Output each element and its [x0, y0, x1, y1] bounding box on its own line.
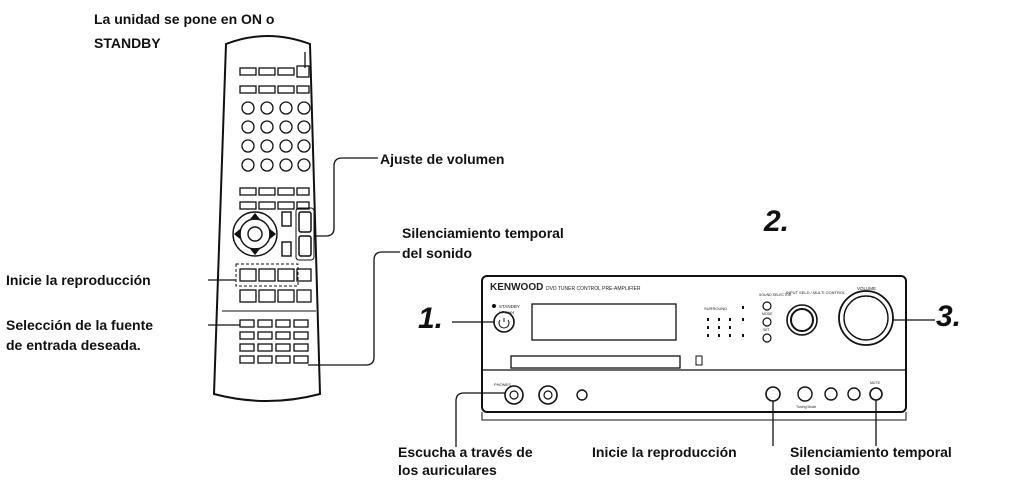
remote-control [212, 35, 322, 402]
unit-set-label: SET [763, 328, 771, 332]
unit-tuning-mode-label: Tuning Mode [796, 405, 816, 409]
unit-indicators [707, 306, 744, 337]
remote-volume-buttons [295, 207, 315, 261]
unit-mic-jack [576, 389, 588, 401]
label-play-bottom: Inicie la reproducción [592, 444, 737, 460]
unit-surround-label: SURROUND [704, 306, 727, 311]
remote-input-buttons [239, 319, 309, 364]
receiver-unit: KENWOOD DVD TUNER CONTROL PRE-AMPLIFIER … [481, 275, 907, 413]
step-2-number: 2. [764, 205, 790, 238]
leader-bracket [481, 412, 907, 421]
unit-volume-knob [838, 290, 894, 346]
label-mute-bottom-line1: Silenciamiento temporal [790, 444, 952, 460]
unit-model-text: DVD TUNER CONTROL PRE-AMPLIFIER [546, 286, 641, 292]
label-headphones-line1: Escucha a través de [398, 444, 533, 460]
remote-transport-buttons [239, 268, 312, 303]
remote-mid-buttons [239, 187, 310, 210]
label-power-line1: La unidad se pone en ON o [94, 11, 275, 27]
remote-dpad [232, 211, 292, 257]
label-mute-top-line2: del sonido [402, 245, 472, 261]
unit-sound-selector-button [762, 301, 772, 311]
label-input-select-line1: Selección de la fuente [6, 317, 154, 333]
leader-lines [208, 52, 935, 447]
leader-headphones [455, 392, 505, 447]
unit-display [531, 303, 677, 341]
remote-mute-button [293, 355, 309, 364]
unit-sound-selector-label: SOUND SELECTOR [759, 293, 792, 297]
label-mute-bottom-line2: del sonido [790, 462, 860, 478]
unit-eject-button [695, 355, 703, 366]
unit-skip-forward-button [847, 387, 861, 401]
label-volume-adjust: Ajuste de volumen [380, 151, 505, 167]
label-headphones-line2: los auriculares [398, 462, 497, 478]
unit-mode-button [762, 317, 772, 327]
leader-volume [314, 157, 378, 237]
unit-power-label: / Power [499, 310, 515, 315]
remote-top-buttons [239, 65, 310, 94]
leader-mute-top [308, 251, 400, 366]
unit-volume-knob-label: VOLUME [857, 286, 876, 291]
unit-phones-jack [504, 385, 524, 405]
remote-number-keypad [241, 101, 311, 172]
unit-standby-label: STANDBY [499, 304, 520, 309]
unit-aux-jack [538, 385, 558, 405]
unit-input-knob-label: INPUT SELD / MULTI CONTROL [786, 290, 846, 295]
step-1-number: 1. [418, 302, 444, 335]
label-play-left: Inicie la reproducción [6, 272, 151, 288]
unit-input-select-knob [786, 304, 818, 336]
unit-mute-label: MUTE [870, 381, 881, 385]
label-power-line2: STANDBY [94, 35, 161, 51]
remote-play-group-outline [235, 263, 299, 287]
remote-power-button [296, 65, 310, 78]
unit-set-button [762, 333, 772, 343]
step-3-number: 3. [936, 300, 962, 333]
unit-disc-tray [510, 355, 681, 369]
remote-body [212, 35, 322, 402]
label-input-select-line2: de entrada deseada. [6, 337, 141, 353]
unit-skip-back-button [824, 387, 838, 401]
label-mute-top-line1: Silenciamiento temporal [402, 225, 564, 241]
unit-mode-label: MODE [762, 312, 773, 316]
unit-stop-button [797, 386, 813, 402]
unit-brand-text: KENWOOD [490, 282, 543, 293]
unit-phones-label: PHONES [494, 382, 511, 387]
